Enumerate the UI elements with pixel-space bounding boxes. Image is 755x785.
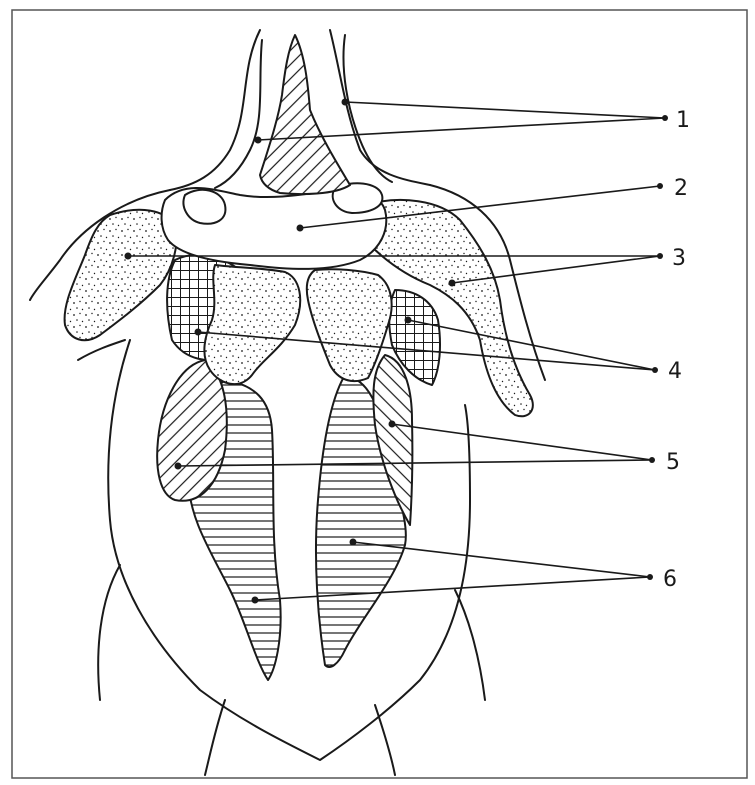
- neck-right-outline: [330, 30, 430, 185]
- hip-right-outline: [455, 590, 485, 700]
- leg-left-outline: [205, 700, 225, 775]
- dot-1-end: [662, 115, 668, 121]
- region-3-left: [65, 210, 177, 340]
- callout-1: 1: [676, 108, 690, 133]
- region-3-center-left: [204, 265, 300, 384]
- callout-4: 4: [668, 359, 682, 384]
- region-2-nodule-left: [183, 190, 225, 224]
- region-1-vessel-left: [215, 40, 262, 188]
- dot-3a: [125, 253, 132, 260]
- callout-6: 6: [663, 567, 677, 592]
- callout-5: 5: [666, 450, 680, 475]
- dot-6-end: [647, 574, 653, 580]
- dot-2-end: [657, 183, 663, 189]
- leader-6b: [255, 577, 650, 600]
- callout-3: 3: [672, 246, 686, 271]
- hip-left-outline: [98, 565, 120, 700]
- dot-5a: [175, 463, 182, 470]
- leader-4b: [408, 320, 655, 370]
- dot-5b: [389, 421, 396, 428]
- dot-2a: [297, 225, 304, 232]
- arm-left-outline: [78, 340, 125, 360]
- dot-1b: [255, 137, 262, 144]
- leg-right-outline: [375, 705, 395, 775]
- dot-6b: [252, 597, 259, 604]
- dot-4a: [195, 329, 202, 336]
- leader-1a: [345, 102, 665, 118]
- dot-4-end: [652, 367, 658, 373]
- dot-5-end: [649, 457, 655, 463]
- dot-3-end: [657, 253, 663, 259]
- dot-6a: [350, 539, 357, 546]
- callout-2: 2: [674, 176, 688, 201]
- leader-5b: [392, 424, 652, 460]
- dot-1a: [342, 99, 349, 106]
- dot-3b: [449, 280, 456, 287]
- dot-4b: [405, 317, 412, 324]
- neck-left-outline: [170, 30, 260, 190]
